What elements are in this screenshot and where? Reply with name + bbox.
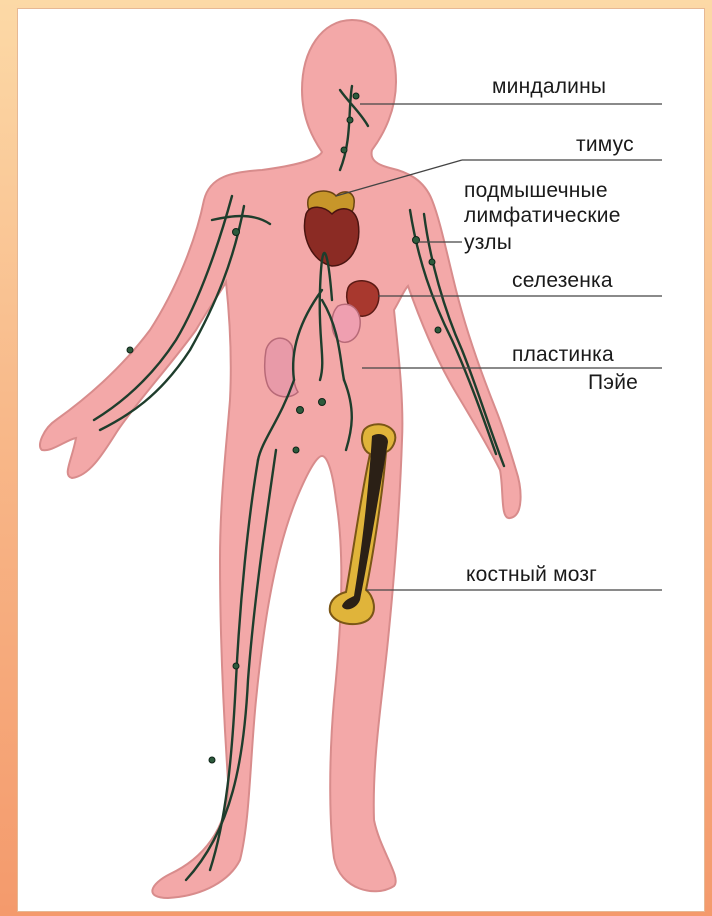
label-axillary-line2: лимфатические [464,205,621,227]
label-axillary-line3: узлы [464,232,512,254]
label-spleen: селезенка [512,270,613,292]
label-peyer-line2: Пэйе [588,372,638,394]
body-silhouette [40,20,521,898]
label-peyer-line1: пластинка [512,344,614,366]
label-tonsils: миндалины [492,76,606,98]
label-axillary-line1: подмышечные [464,180,608,202]
label-thymus: тимус [576,134,634,156]
label-bone-marrow: костный мозг [466,564,597,586]
